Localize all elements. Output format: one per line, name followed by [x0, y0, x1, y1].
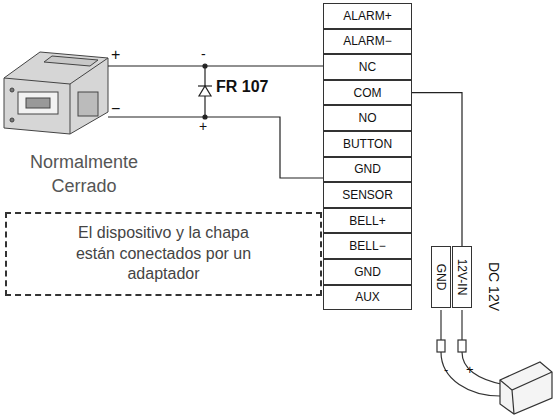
pin-label: GND: [354, 162, 381, 176]
polarity-mark: +: [466, 362, 474, 377]
pin-label: BUTTON: [343, 137, 392, 151]
part-number: FR 107: [216, 78, 268, 96]
terminal-cell: ALARM−: [323, 29, 412, 55]
pin-label: COM: [354, 86, 382, 100]
terminal-cell: SENSOR: [323, 182, 412, 208]
pin-label: ALARM−: [343, 34, 391, 48]
polarity-mark: -: [201, 46, 206, 62]
polarity-mark: +: [199, 118, 207, 134]
diode-symbol: [198, 64, 212, 119]
note-text: El dispositivo y la chapa están conectad…: [59, 223, 269, 285]
terminal-cell: AUX: [323, 285, 412, 311]
terminal-cell: BELL+: [323, 208, 412, 234]
pin-label: ALARM+: [343, 9, 391, 23]
pin-label: NC: [359, 60, 376, 74]
supply-label: DC 12V: [486, 262, 502, 311]
terminal-cell: NC: [323, 54, 412, 80]
polarity-mark: +: [111, 46, 120, 64]
terminal-cell: GND: [323, 157, 412, 183]
pin-label: NO: [359, 111, 377, 125]
power-terminal: GND: [431, 246, 451, 308]
polarity-mark: −: [111, 100, 120, 118]
pin-label: BELL+: [349, 214, 385, 228]
terminal-cell: BELL−: [323, 233, 412, 259]
power-terminal: 12V-IN: [452, 246, 472, 308]
lock-illustration: [4, 52, 108, 134]
wire: [412, 93, 462, 246]
pin-label: AUX: [355, 290, 380, 304]
terminal-cell: NO: [323, 105, 412, 131]
pin-label: 12V-IN: [455, 259, 469, 296]
terminal-cell: ALARM+: [323, 3, 412, 29]
lock-wires: [108, 66, 323, 178]
pin-label: SENSOR: [342, 188, 393, 202]
pin-label: BELL−: [349, 239, 385, 253]
pin-label: GND: [434, 264, 448, 291]
lock-type-label: Normalmente Cerrado: [5, 150, 163, 198]
polarity-mark: -: [444, 362, 448, 377]
terminal-cell: GND: [323, 259, 412, 285]
note-box: El dispositivo y la chapa están conectad…: [5, 212, 322, 296]
terminal-cell: BUTTON: [323, 131, 412, 157]
pin-label: GND: [354, 265, 381, 279]
power-adapter: [437, 310, 552, 414]
terminal-cell: COM: [323, 80, 412, 106]
